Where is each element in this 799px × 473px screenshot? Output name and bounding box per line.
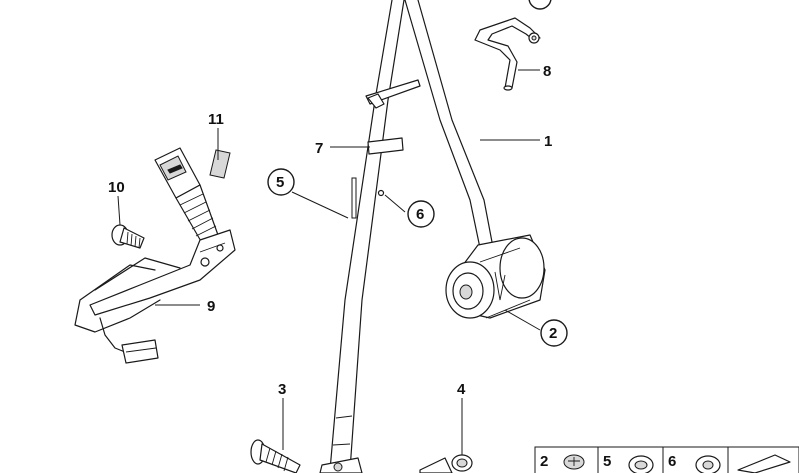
belt-stopper-button — [367, 137, 404, 155]
belt-guide-clip — [365, 79, 421, 109]
callout-1: 1 — [544, 133, 552, 150]
callout-2: 2 — [549, 325, 557, 342]
warning-label-11 — [209, 149, 231, 179]
callout-8: 8 — [543, 63, 551, 80]
callout-6: 6 — [416, 206, 424, 223]
screw-icon — [563, 454, 585, 470]
callout-6-circle — [407, 200, 435, 228]
seat-belt-buckle-assembly — [74, 147, 236, 364]
washer-icon — [628, 455, 654, 473]
shoulder-belt-strap — [329, 0, 493, 471]
legend-label-2: 2 — [540, 453, 548, 470]
bracket-indicator — [351, 177, 357, 219]
belt-retractor — [445, 234, 546, 319]
callout-circle-top — [528, 0, 552, 10]
callout-3: 3 — [278, 381, 286, 398]
bolt-3 — [250, 439, 301, 473]
belt-end-anchor — [319, 457, 363, 473]
callout-7: 7 — [315, 140, 323, 157]
bolt-10 — [111, 224, 145, 249]
legend-label-5: 5 — [603, 453, 611, 470]
hardware-legend-strip: 2 5 6 — [534, 446, 799, 473]
spacer-4 — [419, 454, 473, 473]
wedge-icon — [737, 454, 791, 473]
nut-icon — [695, 455, 721, 473]
leader-lines — [117, 69, 541, 455]
belt-pin — [377, 189, 385, 197]
callout-5: 5 — [276, 174, 284, 191]
callout-11: 11 — [208, 111, 224, 128]
callout-2-circle — [540, 319, 568, 347]
guide-tube — [474, 0, 552, 91]
callout-10: 10 — [108, 179, 125, 196]
callout-9: 9 — [207, 298, 215, 315]
callout-5-circle — [267, 168, 295, 196]
legend-label-6: 6 — [668, 453, 676, 470]
callout-labels: 1 2 3 4 5 6 7 8 9 10 11 — [108, 63, 568, 398]
callout-4: 4 — [457, 381, 466, 398]
